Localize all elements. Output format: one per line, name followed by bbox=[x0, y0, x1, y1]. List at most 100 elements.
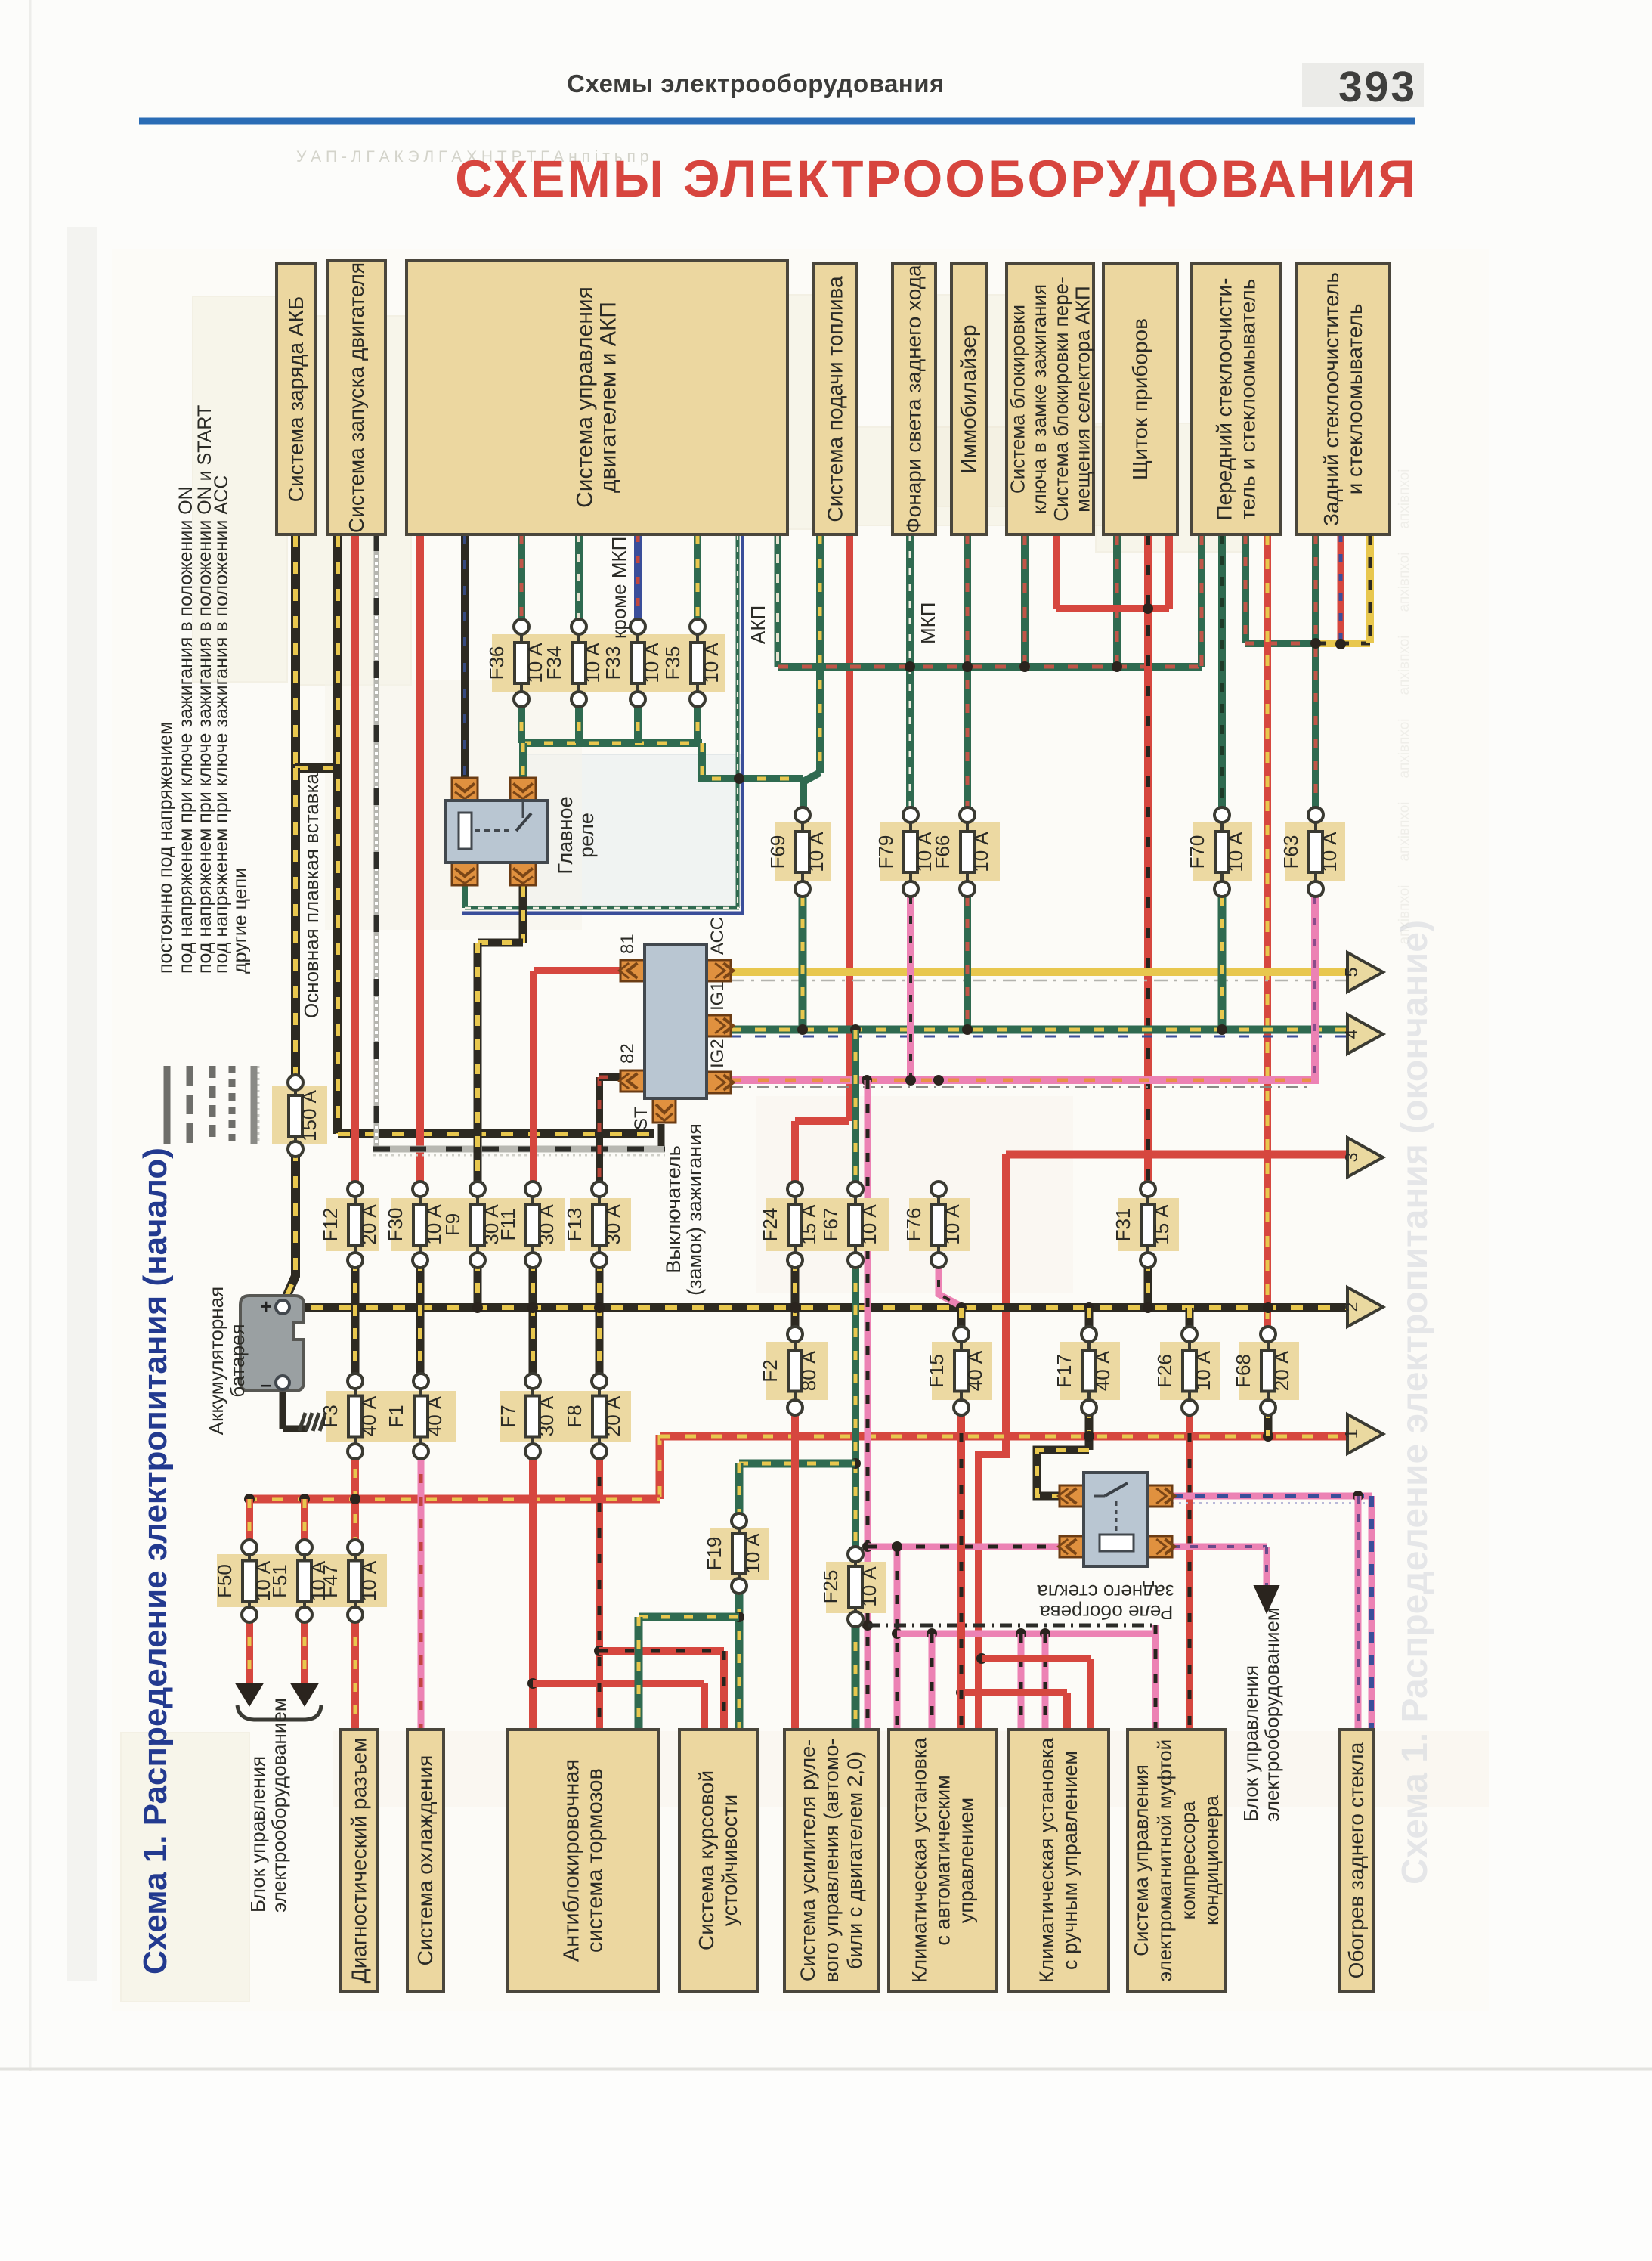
svg-text:F13: F13 bbox=[563, 1208, 586, 1242]
svg-text:–: – bbox=[261, 1373, 271, 1395]
svg-text:Щиток приборов: Щиток приборов bbox=[1128, 318, 1152, 480]
svg-text:10 А: 10 А bbox=[524, 643, 546, 683]
svg-text:Схема 1. Распределение электро: Схема 1. Распределение электропитания (о… bbox=[1395, 920, 1435, 1885]
svg-text:82: 82 bbox=[617, 1043, 638, 1064]
svg-text:ST: ST bbox=[631, 1107, 651, 1130]
svg-text:15 А: 15 А bbox=[1150, 1204, 1173, 1245]
svg-text:ключа в замке зажигания: ключа в замке зажигания bbox=[1028, 284, 1050, 514]
svg-text:Система запуска двигателя: Система запуска двигателя bbox=[345, 262, 368, 533]
svg-text:апхівпхоі: апхівпхоі bbox=[1397, 469, 1412, 528]
svg-text:10 А: 10 А bbox=[581, 643, 604, 683]
svg-text:электромагнитной муфтой: электромагнитной муфтой bbox=[1153, 1739, 1176, 1981]
svg-text:F15: F15 bbox=[925, 1354, 948, 1388]
svg-text:мещения селектора АКП: мещения селектора АКП bbox=[1072, 286, 1094, 512]
svg-text:F11: F11 bbox=[497, 1209, 519, 1241]
svg-text:компрессора: компрессора bbox=[1177, 1801, 1199, 1919]
svg-text:устойчивости: устойчивости bbox=[718, 1795, 741, 1926]
svg-text:Система блокировки: Система блокировки bbox=[1006, 305, 1029, 494]
svg-text:У А П - Л Г А К Э Л Г А Х Н: У А П - Л Г А К Э Л Г А Х Н Т Р Т Г А н … bbox=[296, 148, 648, 166]
svg-text:Реле обогрева: Реле обогрева bbox=[1039, 1601, 1173, 1624]
svg-text:кроме МКП: кроме МКП bbox=[608, 537, 630, 639]
svg-text:F3: F3 bbox=[319, 1405, 342, 1427]
svg-text:Климатическая установка: Климатическая установка bbox=[1035, 1737, 1058, 1984]
svg-text:F33: F33 bbox=[602, 646, 624, 680]
svg-text:Система управления: Система управления bbox=[573, 286, 598, 508]
svg-text:30 А: 30 А bbox=[535, 1395, 558, 1436]
svg-text:Аккумуляторная: Аккумуляторная bbox=[205, 1287, 227, 1435]
svg-text:F1: F1 bbox=[385, 1405, 407, 1427]
svg-text:Блок управления: Блок управления bbox=[1239, 1665, 1262, 1822]
svg-text:АКП: АКП bbox=[747, 606, 769, 644]
svg-text:двигателем и АКП: двигателем и АКП bbox=[596, 302, 621, 493]
svg-text:Задний стеклоочиститель: Задний стеклоочиститель bbox=[1319, 272, 1343, 526]
svg-text:Схемы электрооборудования: Схемы электрооборудования bbox=[567, 70, 945, 98]
svg-text:апхівпхоі: апхівпхоі bbox=[1397, 635, 1412, 695]
svg-text:Система курсовой: Система курсовой bbox=[695, 1770, 718, 1950]
svg-text:F12: F12 bbox=[319, 1208, 342, 1242]
svg-text:20 А: 20 А bbox=[1270, 1350, 1293, 1391]
svg-text:40 А: 40 А bbox=[357, 1395, 380, 1436]
svg-text:10 А: 10 А bbox=[640, 643, 663, 683]
svg-text:реле: реле bbox=[575, 813, 598, 858]
svg-text:F2: F2 bbox=[759, 1359, 781, 1382]
svg-text:10 А: 10 А bbox=[858, 1566, 880, 1607]
svg-text:F66: F66 bbox=[931, 835, 954, 869]
svg-text:10 А: 10 А bbox=[357, 1560, 380, 1601]
svg-text:30 А: 30 А bbox=[535, 1204, 558, 1245]
svg-text:3: 3 bbox=[1341, 1153, 1361, 1163]
svg-text:F67: F67 bbox=[819, 1208, 842, 1242]
svg-text:80 А: 80 А bbox=[797, 1350, 820, 1391]
svg-text:F76: F76 bbox=[902, 1208, 925, 1242]
svg-text:Система заряда АКБ: Система заряда АКБ bbox=[284, 296, 308, 502]
svg-text:40 А: 40 А bbox=[423, 1395, 446, 1436]
svg-text:10 А: 10 А bbox=[422, 1204, 445, 1245]
svg-text:10 А: 10 А bbox=[1224, 832, 1247, 872]
svg-text:Выключатель: Выключатель bbox=[662, 1145, 685, 1273]
svg-text:и стеклоомыватель: и стеклоомыватель bbox=[1343, 304, 1366, 495]
svg-text:другие цепи: другие цепи bbox=[230, 868, 251, 974]
svg-text:Передний стеклоочисти-: Передний стеклоочисти- bbox=[1213, 278, 1236, 521]
svg-text:F31: F31 bbox=[1112, 1208, 1134, 1242]
svg-text:F51: F51 bbox=[268, 1564, 291, 1598]
svg-text:10 А: 10 А bbox=[941, 1204, 964, 1245]
svg-text:под напряженем при ключе зажиг: под напряженем при ключе зажигания в пол… bbox=[175, 486, 196, 974]
svg-text:F70: F70 bbox=[1186, 835, 1208, 869]
svg-text:F36: F36 bbox=[485, 646, 508, 680]
svg-text:10 А: 10 А bbox=[700, 643, 722, 683]
svg-text:F35: F35 bbox=[661, 646, 684, 680]
svg-text:F34: F34 bbox=[543, 646, 565, 680]
svg-text:Блок управления: Блок управления bbox=[246, 1756, 269, 1913]
svg-text:Система усилителя руле-: Система усилителя руле- bbox=[797, 1739, 819, 1981]
svg-text:Обогрев заднего стекла: Обогрев заднего стекла bbox=[1344, 1742, 1368, 1978]
svg-text:F63: F63 bbox=[1279, 835, 1302, 869]
svg-text:2: 2 bbox=[1341, 1302, 1361, 1312]
svg-text:10 А: 10 А bbox=[805, 832, 828, 872]
svg-text:10 А: 10 А bbox=[1192, 1350, 1214, 1391]
svg-text:Антиблокировочная: Антиблокировочная bbox=[560, 1759, 584, 1962]
svg-text:F7: F7 bbox=[497, 1405, 519, 1427]
svg-text:управлением: управлением bbox=[955, 1798, 978, 1923]
svg-text:били с двигателем 2,0): били с двигателем 2,0) bbox=[843, 1752, 866, 1969]
svg-text:Система блокировки пере-: Система блокировки пере- bbox=[1050, 277, 1072, 521]
svg-text:апхівпхоі: апхівпхоі bbox=[1397, 718, 1412, 778]
svg-text:Система подачи топлива: Система подачи топлива bbox=[824, 276, 847, 522]
svg-text:Климатическая установка: Климатическая установка bbox=[908, 1737, 931, 1984]
svg-text:IG2: IG2 bbox=[707, 1039, 728, 1068]
svg-text:1: 1 bbox=[1341, 1429, 1361, 1439]
svg-text:заднего стекла: заднего стекла bbox=[1037, 1581, 1174, 1603]
svg-text:40 А: 40 А bbox=[964, 1350, 986, 1391]
svg-text:40 А: 40 А bbox=[1091, 1350, 1114, 1391]
svg-text:F9: F9 bbox=[441, 1213, 464, 1236]
svg-text:10 А: 10 А bbox=[970, 832, 992, 872]
svg-text:апхівпхоі: апхівпхоі bbox=[1397, 884, 1412, 944]
svg-text:10 А: 10 А bbox=[858, 1204, 880, 1245]
svg-text:апхівпхоі: апхівпхоі bbox=[1397, 552, 1412, 612]
svg-text:10 А: 10 А bbox=[252, 1560, 274, 1601]
svg-text:+: + bbox=[260, 1295, 271, 1318]
svg-text:F24: F24 bbox=[759, 1208, 781, 1242]
svg-text:20 А: 20 А bbox=[602, 1395, 624, 1436]
svg-text:15 А: 15 А bbox=[797, 1204, 820, 1245]
svg-text:F25: F25 bbox=[819, 1570, 842, 1604]
svg-text:F69: F69 bbox=[766, 835, 789, 869]
svg-text:постоянно под напряжением: постоянно под напряжением bbox=[155, 722, 176, 974]
